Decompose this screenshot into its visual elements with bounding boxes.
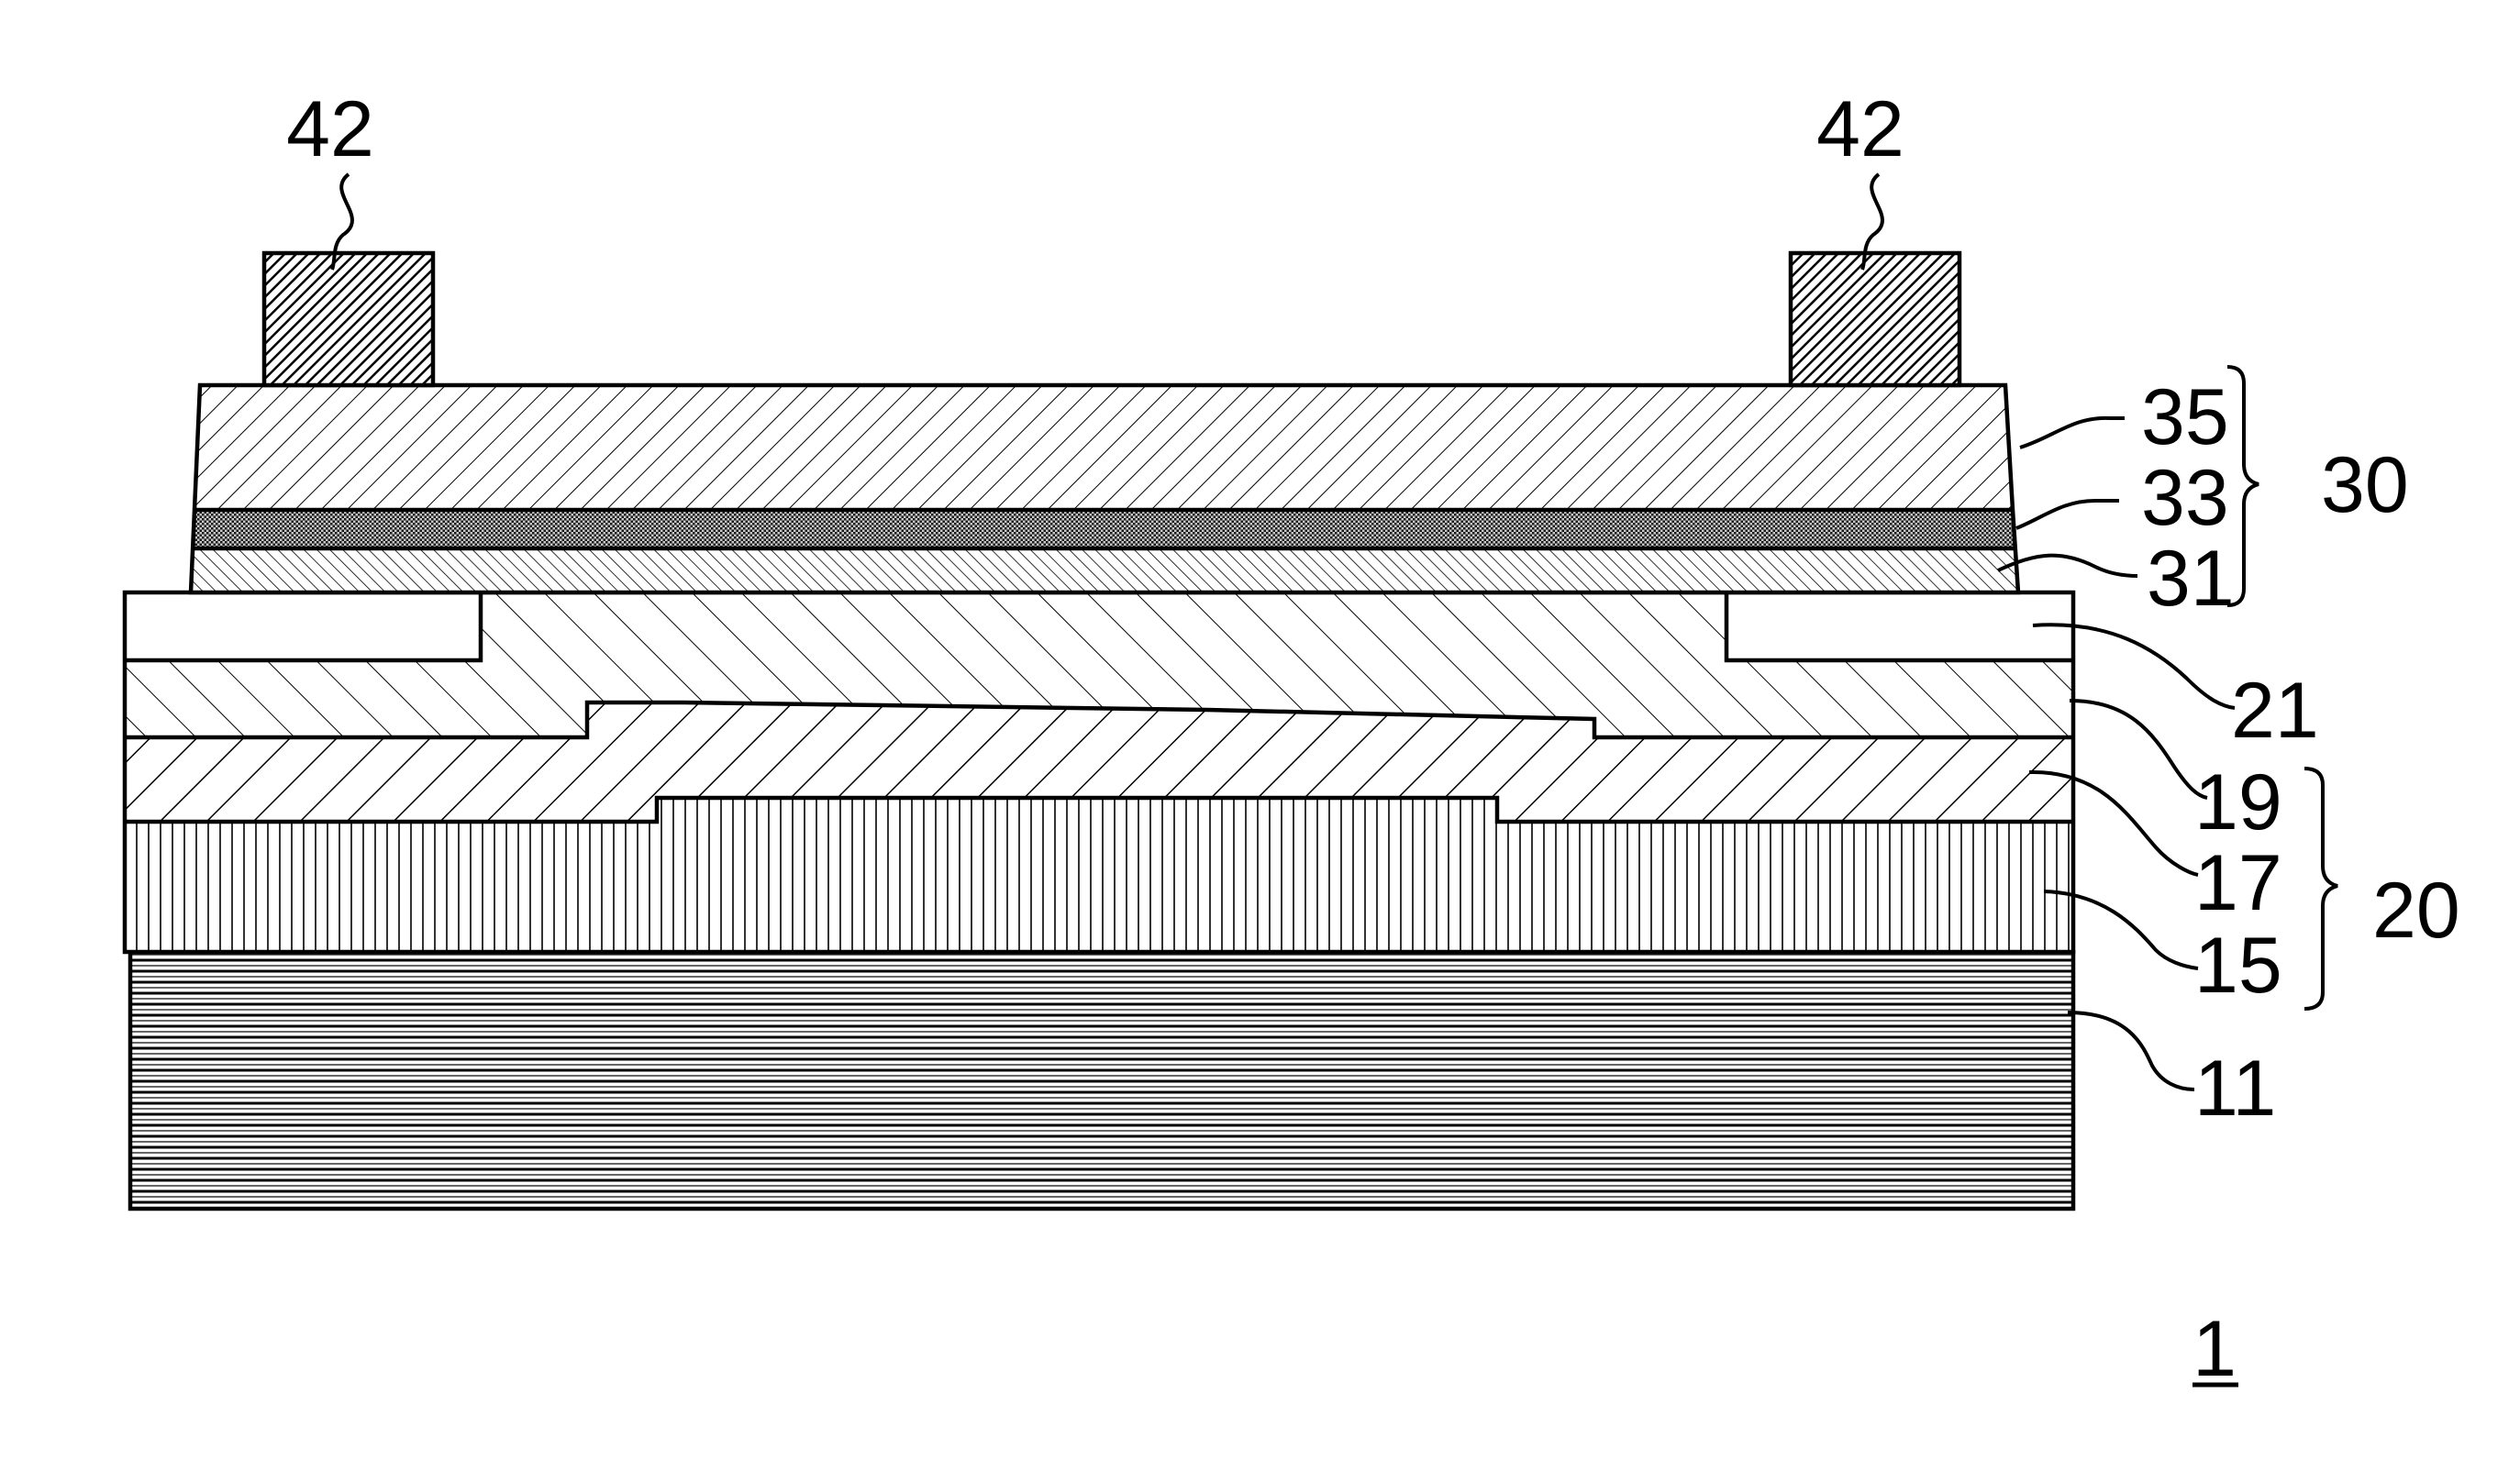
figure-ref-1: 1: [2193, 1305, 2237, 1393]
label-20: 20: [2372, 867, 2460, 955]
electrode-42-left: [264, 253, 433, 385]
layer-31: [191, 548, 2018, 592]
layer-35: [194, 385, 2013, 510]
label-42-left: 42: [286, 85, 374, 173]
layer-21-left: [125, 592, 481, 660]
label-33: 33: [2141, 454, 2229, 542]
leader-11: [2068, 1012, 2194, 1089]
label-21: 21: [2231, 667, 2319, 755]
label-31: 31: [2147, 535, 2235, 623]
leader-33: [2016, 501, 2119, 528]
label-42-right: 42: [1816, 85, 1904, 173]
label-19: 19: [2194, 758, 2282, 846]
label-35: 35: [2141, 373, 2229, 461]
layer-33: [194, 510, 2015, 548]
label-17: 17: [2194, 839, 2282, 927]
electrode-42-right: [1791, 253, 1959, 385]
label-30: 30: [2321, 441, 2409, 529]
layer-11-substrate: [130, 952, 2073, 1209]
brace-20: [2304, 769, 2337, 1009]
label-11: 11: [2194, 1045, 2276, 1133]
layer-21-right: [1726, 592, 2073, 660]
label-15: 15: [2194, 922, 2282, 1010]
leader-35: [2020, 418, 2125, 448]
